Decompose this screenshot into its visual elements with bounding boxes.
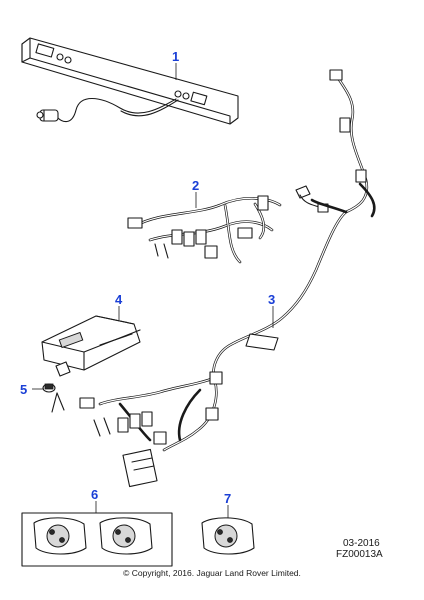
callout-6: 6 (91, 487, 98, 502)
reference-date: 03-2016 (343, 538, 380, 549)
part-1-trim-panel (21, 37, 239, 125)
copyright-notice: © Copyright, 2016. Jaguar Land Rover Lim… (123, 568, 301, 578)
leader-lines (32, 63, 274, 518)
callout-5: 5 (20, 382, 27, 397)
part-3-main-harness (79, 69, 376, 488)
callout-7: 7 (224, 491, 231, 506)
part-7-socket (201, 517, 255, 555)
callout-3: 3 (268, 292, 275, 307)
callout-1: 1 (172, 49, 179, 64)
reference-code: FZ00013A (336, 549, 383, 560)
callout-4: 4 (115, 292, 123, 307)
part-2-harness (127, 185, 329, 264)
callout-2: 2 (192, 178, 199, 193)
part-5-clip (42, 383, 65, 413)
part-4-control-module (41, 315, 141, 377)
part-6-socket-pair (21, 512, 173, 567)
